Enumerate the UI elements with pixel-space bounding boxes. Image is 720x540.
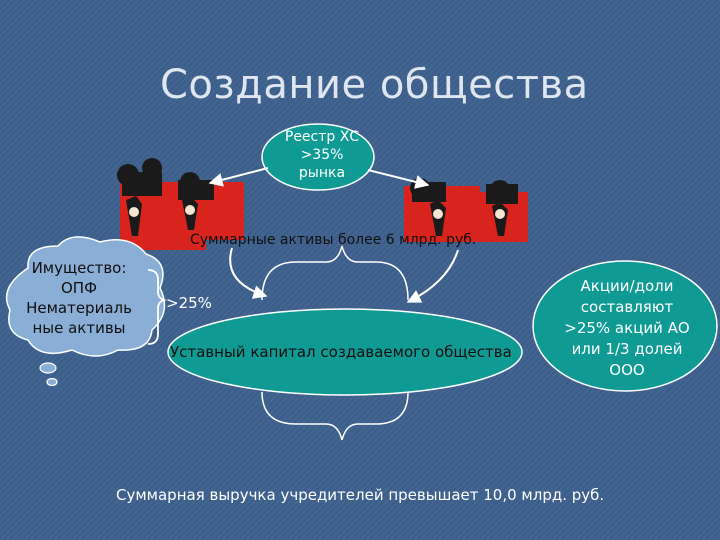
- registry-ellipse: [261, 123, 375, 191]
- revenue-label: Суммарная выручка учредителей превышает …: [116, 486, 605, 504]
- registry-line: >35%: [300, 147, 344, 163]
- capital-label: Уставный капитал создаваемого общества: [170, 343, 512, 361]
- property-brace: [147, 269, 167, 345]
- shares-ellipse: [532, 260, 718, 392]
- capital-ellipse: [167, 308, 523, 396]
- shares-line: Акции/доли: [580, 277, 674, 295]
- puzzle-people-right-icon: [404, 178, 528, 242]
- shares-line: >25% акций АО: [564, 319, 690, 337]
- property-cloud: [5, 236, 166, 387]
- property-line: ные активы: [32, 319, 126, 337]
- shares-line: составляют: [580, 298, 674, 316]
- property-line: ОПФ: [61, 279, 97, 297]
- shares-line: или 1/3 долей: [571, 340, 683, 358]
- property-text: Имущество: ОПФ Нематериаль ные активы: [4, 258, 154, 338]
- percent-label: >25%: [166, 294, 212, 312]
- shares-text: Акции/доли составляют >25% акций АО или …: [538, 276, 716, 381]
- property-line: Нематериаль: [26, 299, 132, 317]
- assets-label: Суммарные активы более 6 млрд. руб.: [190, 232, 477, 248]
- arrow-left-to-capital: [229, 247, 268, 299]
- slide-title: Создание общества: [160, 62, 589, 108]
- registry-line: Реестр ХС: [284, 129, 360, 145]
- arrow-right-to-capital: [406, 249, 459, 303]
- top-brace: [261, 245, 409, 301]
- bottom-brace: [261, 391, 409, 441]
- registry-text: Реестр ХС >35% рынка: [266, 128, 378, 182]
- arrow-registry-left: [208, 167, 269, 187]
- arrow-registry-right: [367, 169, 430, 189]
- property-line: Имущество:: [31, 259, 127, 277]
- puzzle-people-left-icon: [117, 158, 244, 250]
- registry-line: рынка: [298, 165, 346, 181]
- shares-line: ООО: [609, 361, 645, 379]
